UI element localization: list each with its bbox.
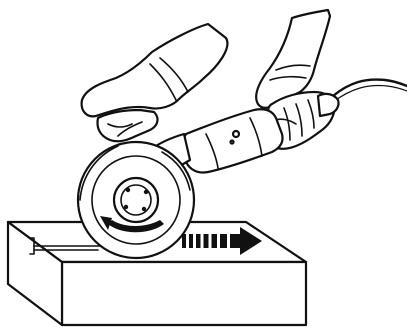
gloved-left-hand-icon	[82, 24, 228, 141]
cutting-disc-icon	[78, 142, 194, 258]
power-cord-icon	[333, 80, 407, 102]
